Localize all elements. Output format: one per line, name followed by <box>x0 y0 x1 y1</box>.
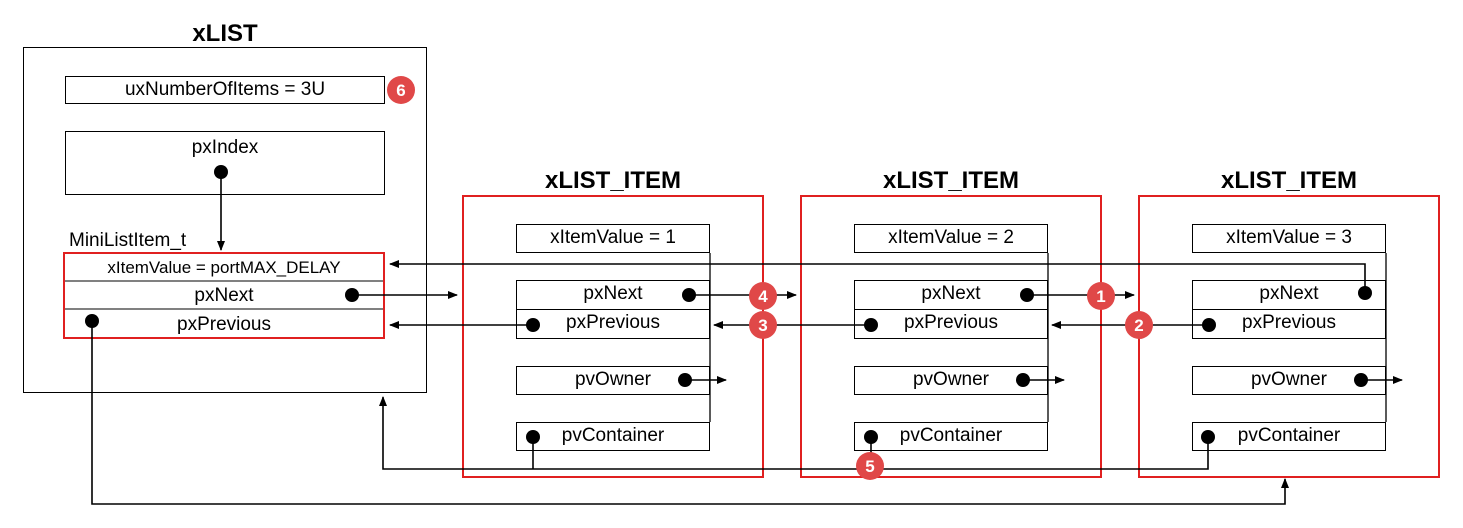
list-item-2-title: xLIST_ITEM <box>882 167 1020 194</box>
list-item-3-title: xLIST_ITEM <box>1220 167 1358 194</box>
step-badge-2: 2 <box>1125 311 1153 339</box>
item3-pv-owner-dot <box>1354 373 1368 387</box>
step-badge-6: 6 <box>387 76 415 104</box>
step-badge-5: 5 <box>856 452 884 480</box>
list-item-2-pv-container: pvContainer <box>854 422 1048 451</box>
mini-px-previous-field: pxPrevious <box>177 314 271 335</box>
svg-text:5: 5 <box>865 457 874 476</box>
list-item-3-px-previous: pxPrevious <box>1192 309 1386 339</box>
px-index-dot <box>214 165 228 179</box>
item3-px-next-dot <box>1358 286 1372 300</box>
xlist-container <box>23 47 427 393</box>
xlist-title: xLIST <box>192 20 258 47</box>
list-item-2-pv-owner: pvOwner <box>854 366 1048 395</box>
list-item-1-px-previous: pxPrevious <box>516 309 710 339</box>
svg-text:2: 2 <box>1134 316 1143 335</box>
step-badge-1: 1 <box>1087 282 1115 310</box>
item3-pv-container-dot <box>1201 430 1215 444</box>
svg-text:6: 6 <box>396 81 405 100</box>
list-item-3-px-next: pxNext <box>1192 280 1386 310</box>
list-item-3-pv-container: pvContainer <box>1192 422 1386 451</box>
list-item-3-value: xItemValue = 3 <box>1192 224 1386 253</box>
ux-number-of-items-field: uxNumberOfItems = 3U <box>65 76 385 104</box>
list-item-1-value: xItemValue = 1 <box>516 224 710 253</box>
item3-px-previous-dot <box>1202 318 1216 332</box>
mini-item-value-field: xItemValue = portMAX_DELAY <box>107 258 341 277</box>
item1-px-previous-dot <box>526 318 540 332</box>
mini-list-item-label: MiniListItem_t <box>69 230 187 251</box>
svg-text:1: 1 <box>1096 287 1105 306</box>
step-badge-4: 4 <box>749 282 777 310</box>
px-index-field: pxIndex <box>65 131 385 195</box>
item-rails <box>709 253 1387 422</box>
list-item-2-box <box>800 195 1102 478</box>
item1-pv-owner-dot <box>678 373 692 387</box>
list-item-2-value: xItemValue = 2 <box>854 224 1048 253</box>
list-item-1-title: xLIST_ITEM <box>544 167 682 194</box>
item2-px-next-dot <box>1020 288 1034 302</box>
item2-px-previous-dot <box>864 318 878 332</box>
item2-pv-container-dot <box>864 430 878 444</box>
list-item-2-px-previous: pxPrevious <box>854 309 1048 339</box>
mini-px-previous-dot <box>85 314 99 328</box>
list-item-2-px-next: pxNext <box>854 280 1048 310</box>
item3-px-next-arrow <box>389 260 1366 293</box>
mini-list-dividers <box>65 280 383 310</box>
item2-pv-owner-dot <box>1016 373 1030 387</box>
step-badge-3: 3 <box>749 311 777 339</box>
pointer-dots <box>85 165 1372 444</box>
list-item-1-pv-owner: pvOwner <box>516 366 710 395</box>
px-index-label: pxIndex <box>191 137 259 158</box>
step-badges: 1 2 3 4 5 6 <box>387 76 1153 480</box>
mini-px-previous-arrow <box>91 321 1289 505</box>
list-item-1-px-next: pxNext <box>516 280 710 310</box>
svg-text:4: 4 <box>758 287 768 306</box>
pointer-lines <box>91 172 1403 505</box>
pv-container-bus <box>379 396 1209 470</box>
item1-px-next-dot <box>682 288 696 302</box>
list-item-3-pv-owner: pvOwner <box>1192 366 1386 395</box>
list-item-1-pv-container: pvContainer <box>516 422 710 451</box>
mini-px-next-field: pxNext <box>194 285 254 306</box>
item1-pv-container-dot <box>526 430 540 444</box>
mini-px-next-dot <box>345 288 359 302</box>
svg-text:3: 3 <box>758 316 767 335</box>
